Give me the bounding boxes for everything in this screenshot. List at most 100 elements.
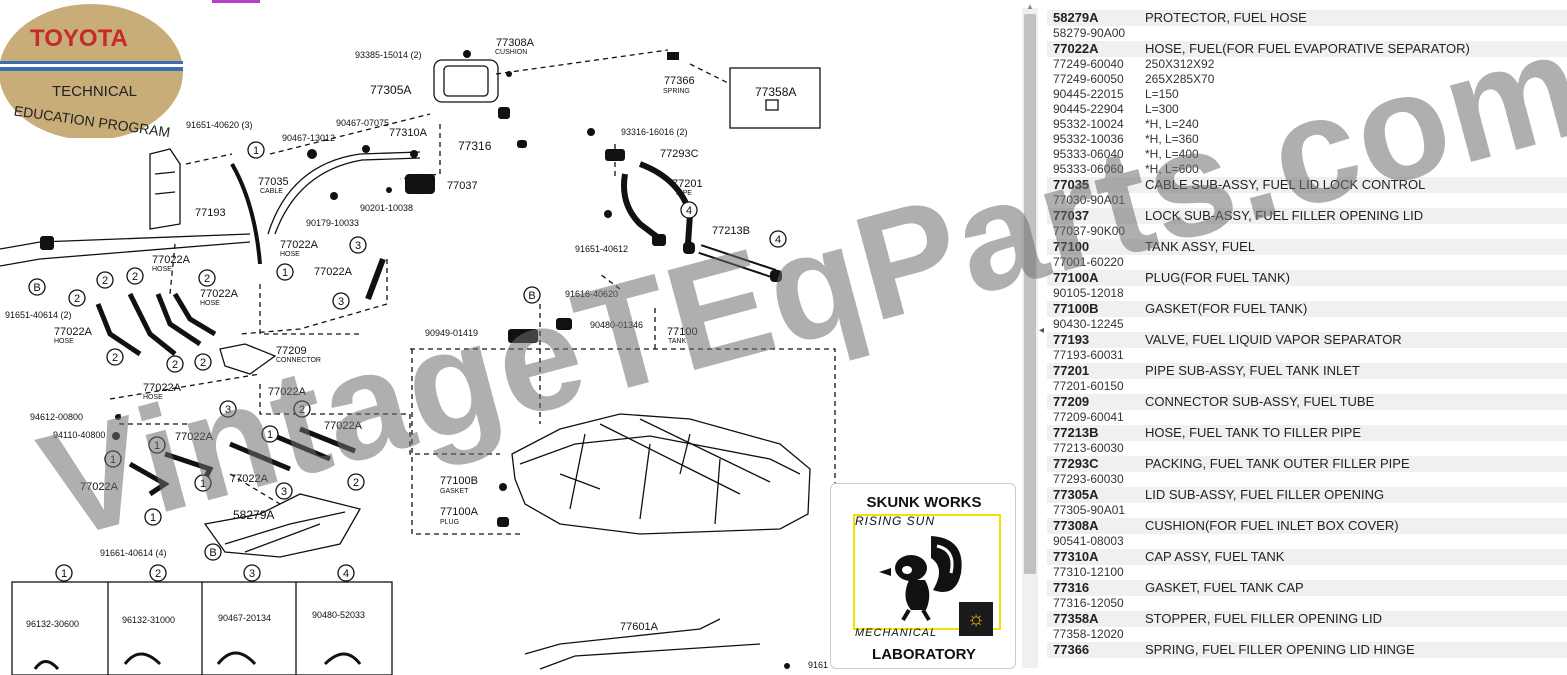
part-ref-code: 77308A [1053, 518, 1099, 533]
part-number-row[interactable]: 77201-60150 [1047, 379, 1567, 394]
diagram-label: HOSE [280, 251, 300, 258]
part-number: 95332-10024 [1053, 117, 1124, 131]
part-name: CONNECTOR SUB-ASSY, FUEL TUBE [1145, 394, 1375, 409]
part-number-row[interactable]: 95333-06060 *H, L=600 [1047, 162, 1567, 177]
table-label: 96132-30600 [26, 619, 79, 629]
part-number-row[interactable]: 58279-90A00 [1047, 26, 1567, 41]
part-number-row[interactable]: 90105-12018 [1047, 286, 1567, 301]
diagram-label: 77022A [54, 326, 93, 338]
part-number-row[interactable]: 95332-10036*H, L=360 [1047, 132, 1567, 147]
diagram-label: HOSE [54, 338, 74, 345]
part-number-row[interactable]: 77213-60030 [1047, 441, 1567, 456]
part-number-row[interactable]: 77037-90K00 [1047, 224, 1567, 239]
part-number: 90430-12245 [1053, 317, 1124, 331]
diagram-label: 77022A [324, 420, 363, 432]
part-number-row[interactable]: 77293-60030 [1047, 472, 1567, 487]
part-number-row[interactable]: 95333-06040*H, L=400 [1047, 147, 1567, 162]
part-number: 77310-12100 [1053, 565, 1124, 579]
diagram-label: 94110-40800 [53, 430, 105, 440]
part-number: 95333-06060 [1053, 162, 1124, 176]
diagram-label: CONNECTOR [276, 357, 321, 364]
part-name: STOPPER, FUEL FILLER OPENING LID [1145, 611, 1382, 626]
part-number-row[interactable]: 77193-60031 [1047, 348, 1567, 363]
part-ref-code: 77213B [1053, 425, 1099, 440]
pane-splitter-arrow-icon[interactable]: ◂ [1039, 325, 1045, 336]
part-number: 77316-12050 [1053, 596, 1124, 610]
badge-rising-sun: RISING SUN [855, 514, 936, 528]
diagram-label: 77100 [667, 326, 698, 338]
callout-number: 2 [353, 477, 359, 489]
table-label: 90467-20134 [218, 613, 271, 623]
scroll-up-icon[interactable]: ▲ [1026, 2, 1034, 11]
diagram-label: 77601A [620, 621, 659, 633]
part-name: GASKET, FUEL TANK CAP [1145, 580, 1304, 595]
callout-number: 3 [355, 240, 361, 252]
diagram-label: HOSE [200, 300, 220, 307]
callout-number: B [209, 547, 216, 559]
diagram-label: GASKET [440, 488, 469, 495]
part-ref-code: 77305A [1053, 487, 1099, 502]
part-number-row[interactable]: 77310-12100 [1047, 565, 1567, 580]
part-number-row[interactable]: 90541-08003 [1047, 534, 1567, 549]
part-name: SPRING, FUEL FILLER OPENING LID HINGE [1145, 642, 1415, 657]
part-number-row[interactable]: 77001-60220 [1047, 255, 1567, 270]
callout-number: 4 [343, 568, 349, 580]
diagram-label: 90467-13012 [282, 133, 335, 143]
part-spec: *H, L=240 [1145, 117, 1199, 131]
part-ref-code: 77035 [1053, 177, 1090, 192]
top-tab-indicator [212, 0, 260, 3]
scrollbar-thumb[interactable] [1024, 14, 1036, 574]
callout-number: 1 [61, 568, 67, 580]
part-number-row[interactable]: 77030-90A01 [1047, 193, 1567, 208]
part-number: 77037-90K00 [1053, 224, 1126, 238]
part-number: 77001-60220 [1053, 255, 1124, 269]
diagram-label: 77209 [276, 345, 307, 357]
callout-number: 1 [282, 267, 288, 279]
diagram-label: 77037 [447, 180, 478, 192]
part-number: 95333-06040 [1053, 147, 1124, 161]
part-number-row[interactable]: 77316-12050 [1047, 596, 1567, 611]
part-number: 77358-12020 [1053, 627, 1124, 641]
diagram-label: 77358A [755, 85, 796, 99]
callout-number: 4 [775, 234, 781, 246]
part-number-row[interactable]: 90430-12245 [1047, 317, 1567, 332]
callout-number: 3 [281, 486, 287, 498]
callout-number: 2 [299, 404, 305, 416]
callout-number: B [528, 290, 535, 302]
part-number-row[interactable]: 77358-12020 [1047, 627, 1567, 642]
diagram-label: 77305A [370, 83, 411, 97]
part-header-row[interactable]: 77316 GASKET, FUEL TANK CAP [1047, 580, 1567, 596]
part-number-row[interactable]: 77305-90A01 [1047, 503, 1567, 518]
diagram-label: CABLE [260, 188, 283, 195]
part-spec: *H, L=600 [1145, 162, 1199, 176]
part-ref-code: 77316 [1053, 580, 1090, 595]
part-spec: L=300 [1145, 102, 1179, 116]
part-ref-code: 77310A [1053, 549, 1099, 564]
callout-number: 2 [102, 275, 108, 287]
part-number-row[interactable]: 77209-60041 [1047, 410, 1567, 425]
diagram-label: 77310A [389, 127, 428, 139]
part-number-row[interactable]: 95332-10024 *H, L=240 [1047, 117, 1567, 132]
